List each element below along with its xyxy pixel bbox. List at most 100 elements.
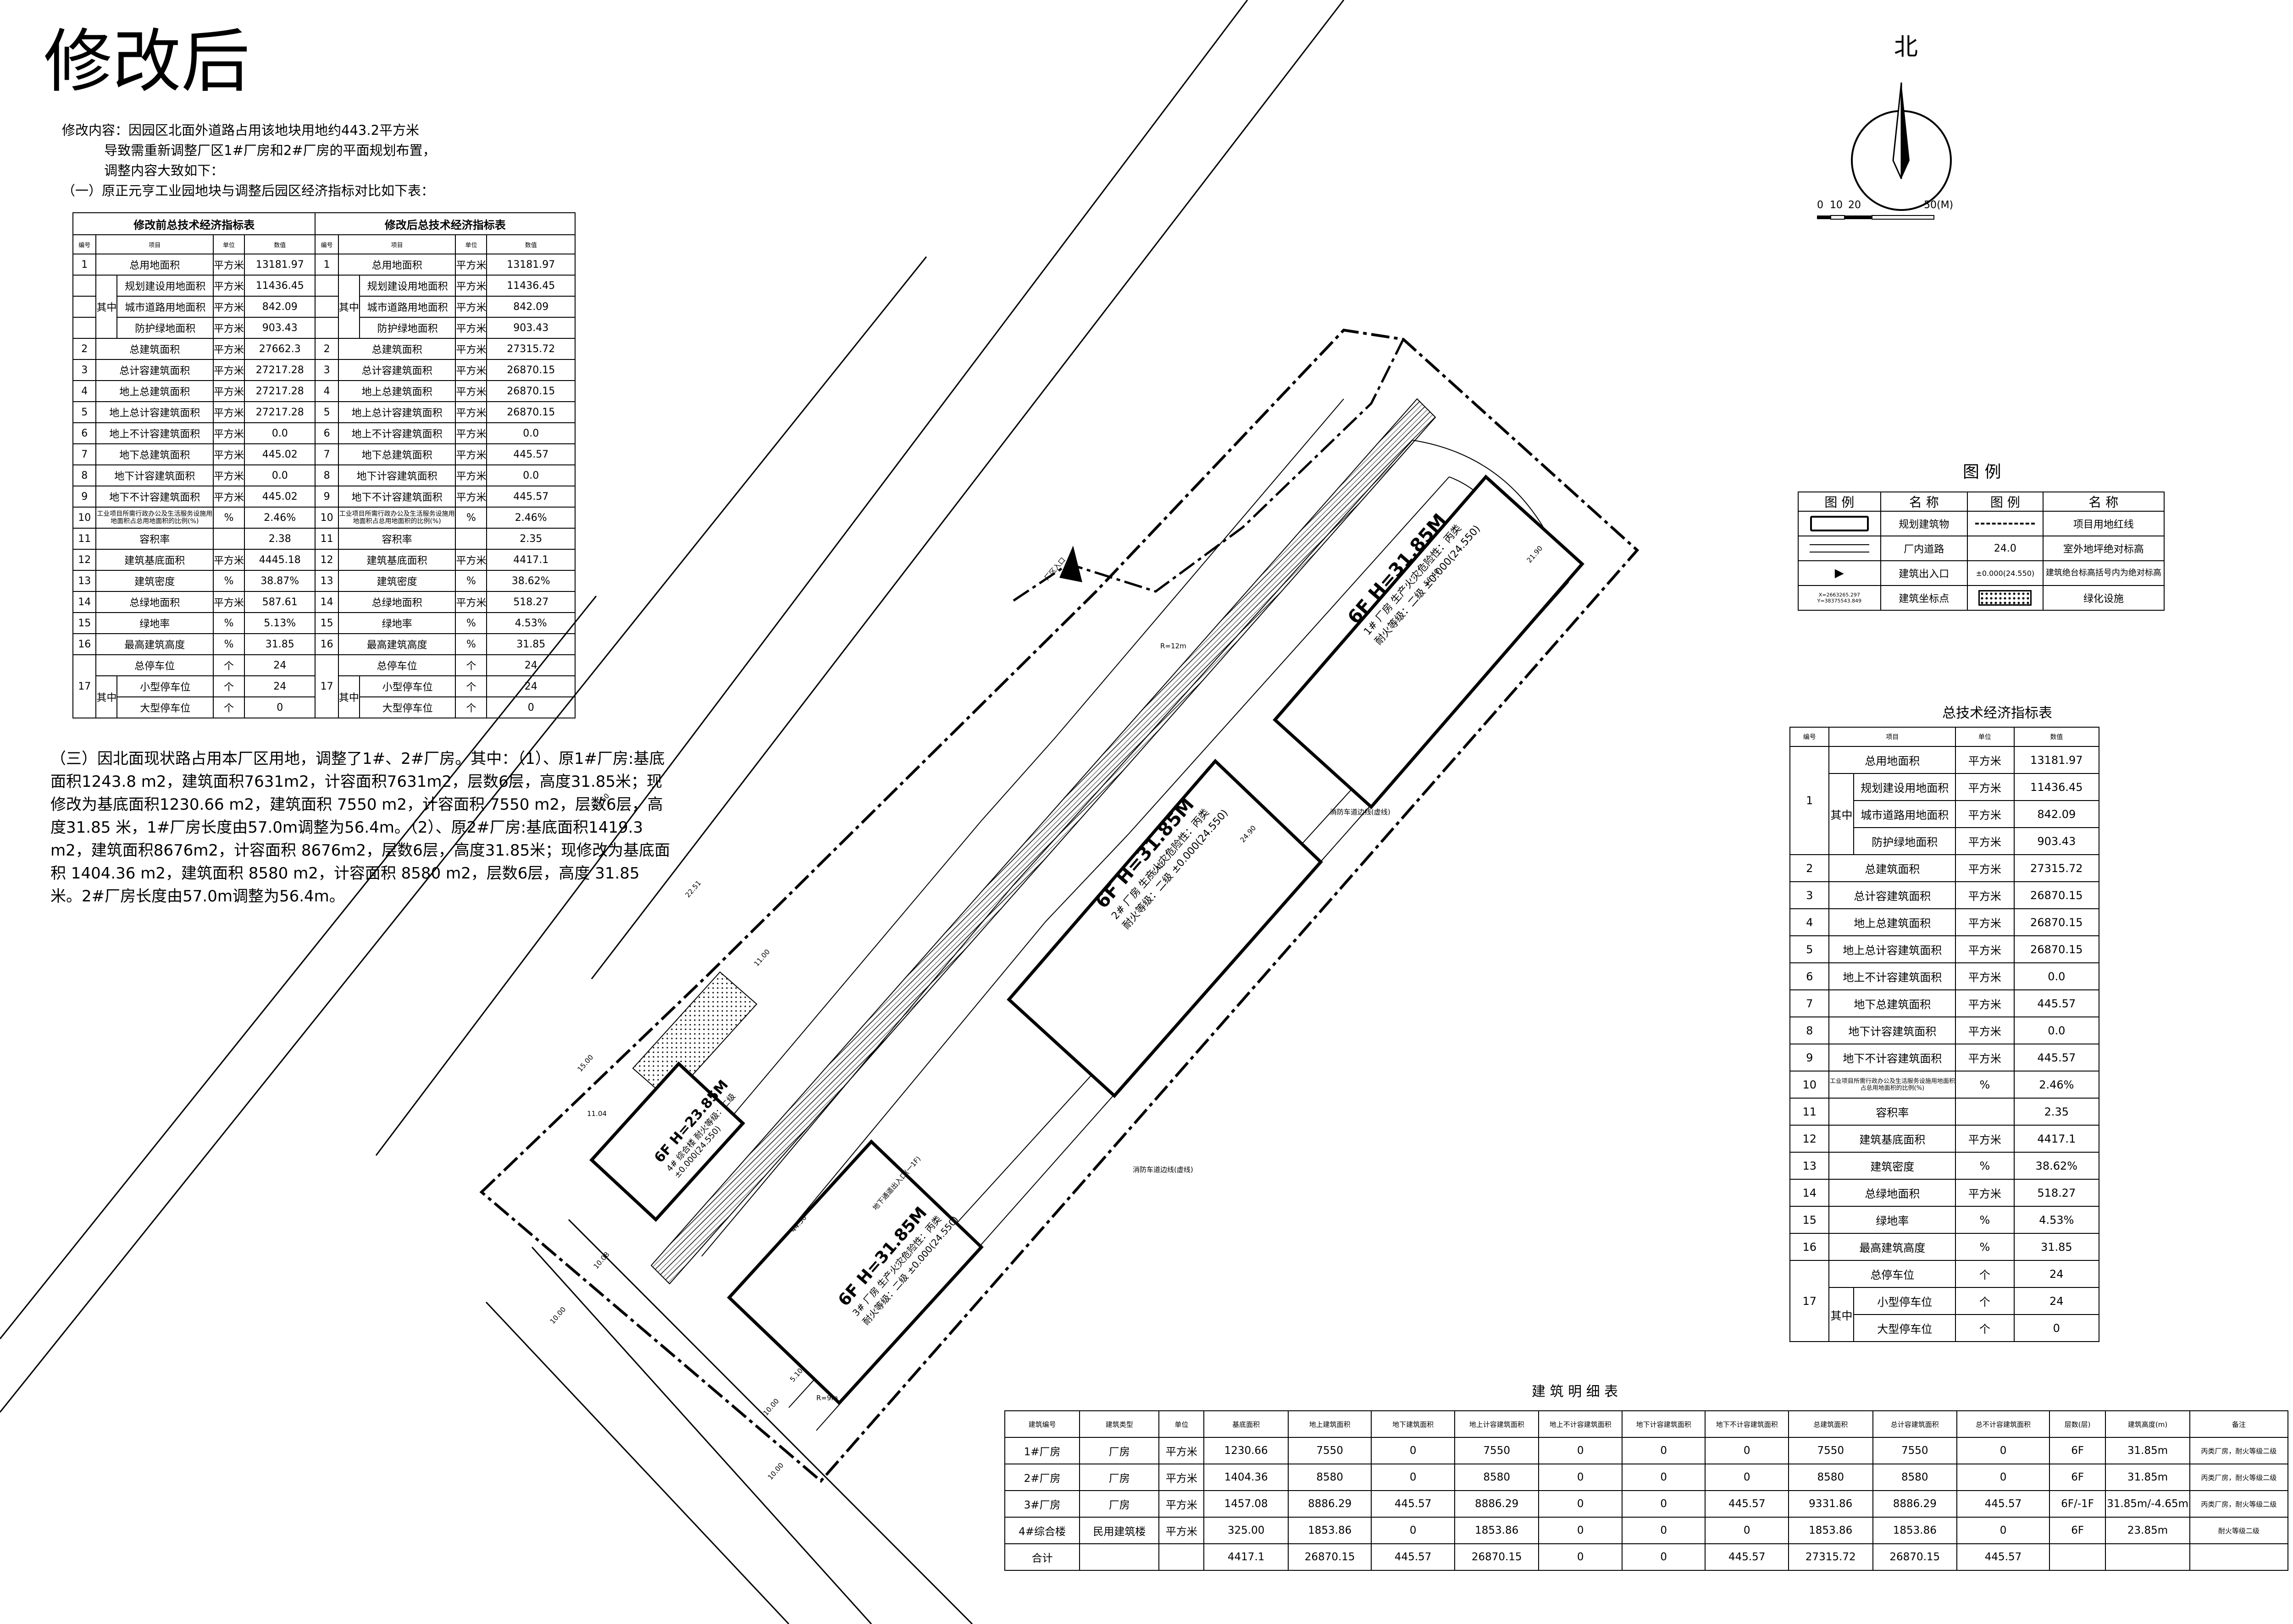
row-value: 903.43 <box>2013 827 2100 855</box>
detail-cell: 0 <box>1621 1464 1706 1491</box>
detail-cell: 325.00 <box>1203 1517 1289 1544</box>
row-unit: 平方米 <box>455 464 487 486</box>
row-unit: 平方米 <box>1955 935 2015 963</box>
row-no: 10 <box>72 507 97 529</box>
row-no <box>72 275 97 297</box>
row-no: 13 <box>72 570 97 592</box>
row-item: 地下不计容建筑面积 <box>1828 1044 1956 1072</box>
row-unit: 个 <box>455 675 487 697</box>
row-item: 地上不计容建筑面积 <box>1828 962 1956 990</box>
detail-cell: 31.85m/-4.65m <box>2105 1490 2190 1518</box>
row-value: 445.57 <box>2013 989 2100 1017</box>
row-unit: 平方米 <box>1955 962 2015 990</box>
row-item: 防护绿地面积 <box>359 317 456 339</box>
detail-cell: 0 <box>1538 1490 1623 1518</box>
row-value: 24 <box>2013 1287 2100 1315</box>
row-no: 2 <box>315 338 339 360</box>
detail-cell: 1853.86 <box>1788 1517 1873 1544</box>
row-item: 地上总计容建筑面积 <box>95 401 214 423</box>
row-value: 445.02 <box>244 443 316 465</box>
row-item: 建筑密度 <box>95 570 214 592</box>
detail-cell: 26870.15 <box>1287 1543 1372 1571</box>
detail-cell: 1853.86 <box>1454 1517 1540 1544</box>
row-unit <box>213 528 245 550</box>
adjustment-note: （三）因北面现状路占用本厂区用地，调整了1#、2#厂房。其中：（1）、原1#厂房… <box>50 750 670 906</box>
scale-label-50: 50(M) <box>1924 199 1954 211</box>
detail-cell: 8886.29 <box>1287 1490 1372 1518</box>
row-no: 10 <box>1789 1071 1830 1099</box>
coordinate-symbol: X=2663265.297 Y=38375543.849 <box>1798 585 1881 611</box>
scale-bar <box>1817 215 1934 220</box>
row-item: 总建筑面积 <box>95 338 214 360</box>
detail-header: 建筑高度(m) <box>2105 1410 2190 1438</box>
before-title: 修改前总技术经济指标表 <box>72 212 316 235</box>
row-item: 工业项目所需行政办公及生活服务设施用地面积占总用地面积的比例(%) <box>95 507 214 529</box>
row-no: 17 <box>1789 1260 1830 1342</box>
legend-header: 图 例 <box>1798 492 1881 512</box>
row-item: 建筑密度 <box>338 570 456 592</box>
building-2 <box>1007 758 1323 1098</box>
legend-name: 项目用地红线 <box>2042 511 2165 536</box>
header-value: 数值 <box>2013 727 2100 747</box>
row-no: 12 <box>315 549 339 571</box>
detail-cell <box>2049 1543 2106 1571</box>
detail-cell <box>2189 1543 2289 1571</box>
detail-header: 地下计容建筑面积 <box>1621 1410 1706 1438</box>
row-unit: % <box>455 633 487 655</box>
row-unit: 平方米 <box>213 486 245 508</box>
gate-entrance-icon <box>1059 546 1082 582</box>
row-no: 1 <box>72 254 97 276</box>
row-unit: 平方米 <box>1955 1016 2015 1044</box>
row-no: 11 <box>72 528 97 550</box>
detail-cell: 4417.1 <box>1203 1543 1289 1571</box>
group-label: 其中 <box>338 675 360 718</box>
legend-title: 图 例 <box>1963 463 2001 481</box>
row-value: 842.09 <box>486 296 576 318</box>
green-facility-icon <box>1966 585 2044 611</box>
radius-label: R=9m <box>816 1394 838 1402</box>
row-value: 445.02 <box>244 486 316 508</box>
detail-cell: 445.57 <box>1371 1543 1455 1571</box>
row-item: 容积率 <box>1828 1098 1956 1126</box>
row-value: 27217.28 <box>244 359 316 381</box>
legend-header: 图 例 <box>1966 492 2044 512</box>
row-no: 11 <box>315 528 339 550</box>
row-unit: 平方米 <box>455 275 487 297</box>
row-value: 518.27 <box>486 591 576 613</box>
row-value: 13181.97 <box>486 254 576 276</box>
row-item: 地上总建筑面积 <box>338 380 456 402</box>
row-item: 地下不计容建筑面积 <box>338 486 456 508</box>
detail-cell: 7550 <box>1872 1437 1958 1464</box>
row-no: 7 <box>315 443 339 465</box>
row-no: 17 <box>315 654 339 718</box>
row-no: 17 <box>72 654 97 718</box>
detail-cell: 26870.15 <box>1872 1543 1958 1571</box>
row-no: 3 <box>315 359 339 381</box>
row-unit: 个 <box>213 696 245 718</box>
row-unit: % <box>213 570 245 592</box>
row-unit: % <box>1955 1071 2015 1099</box>
detail-cell: 丙类厂房，耐火等级二级 <box>2189 1437 2289 1464</box>
row-value: 13181.97 <box>2013 746 2100 774</box>
detail-cell: 1404.36 <box>1203 1464 1289 1491</box>
row-unit: 平方米 <box>213 443 245 465</box>
row-item: 总建筑面积 <box>338 338 456 360</box>
row-unit: 平方米 <box>455 443 487 465</box>
row-no: 2 <box>72 338 97 360</box>
row-value: 0.0 <box>486 464 576 486</box>
row-item: 地上总计容建筑面积 <box>1828 935 1956 963</box>
group-label: 其中 <box>338 275 360 339</box>
detail-cell: 丙类厂房，耐火等级二级 <box>2189 1464 2289 1491</box>
row-value: 26870.15 <box>2013 908 2100 936</box>
row-no: 6 <box>1789 962 1830 990</box>
site-boundary <box>479 328 1639 1483</box>
row-value: 4.53% <box>2013 1206 2100 1234</box>
row-unit: 平方米 <box>213 464 245 486</box>
header-value: 数值 <box>244 234 316 254</box>
header-item: 项目 <box>95 234 214 254</box>
detail-cell: 0 <box>1705 1464 1789 1491</box>
building-symbol-icon <box>1798 511 1881 536</box>
detail-header: 建筑编号 <box>1004 1410 1080 1438</box>
